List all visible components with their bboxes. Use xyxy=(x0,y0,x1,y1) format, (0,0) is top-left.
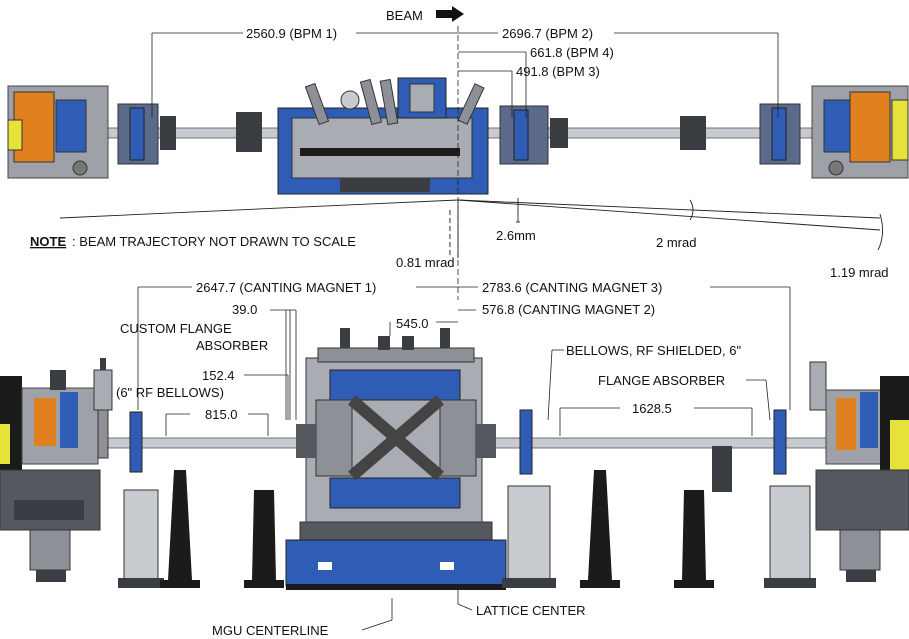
label-1-19-mrad: 1.19 mrad xyxy=(830,265,889,280)
right-end-station-top xyxy=(811,85,909,179)
beam-arrow-icon xyxy=(436,6,464,22)
dim-1628-5: 1628.5 xyxy=(632,401,672,416)
dim-815: 815.0 xyxy=(205,407,238,422)
dim-canting-magnet-2: 576.8 (CANTING MAGNET 2) xyxy=(482,302,655,317)
right-support-stand-2 xyxy=(764,485,816,588)
pump-right-top xyxy=(680,116,706,150)
left-bellows xyxy=(129,411,143,473)
label-custom-flange: CUSTOM FLANGE xyxy=(120,321,232,336)
support-leg-4 xyxy=(682,490,706,580)
note-prefix: NOTE xyxy=(30,234,66,249)
beam-label: BEAM xyxy=(386,8,423,23)
bpm3-bpm4-assembly xyxy=(499,105,568,165)
left-end-station-top xyxy=(7,85,109,179)
flange-absorber-part xyxy=(773,409,787,475)
dim-canting-magnet-3: 2783.6 (CANTING MAGNET 3) xyxy=(482,280,662,295)
dim-bpm2: 2696.7 (BPM 2) xyxy=(502,26,593,41)
left-support-stand xyxy=(118,489,164,588)
dim-bpm4: 661.8 (BPM 4) xyxy=(530,45,614,60)
left-pump-column xyxy=(93,358,113,459)
central-magnet-top xyxy=(277,77,489,195)
dim-152-4: 152.4 xyxy=(202,368,235,383)
right-bellows xyxy=(519,409,533,475)
dim-canting-magnet-1: 2647.7 (CANTING MAGNET 1) xyxy=(196,280,376,295)
dim-bpm3: 491.8 (BPM 3) xyxy=(516,64,600,79)
bpm1-assembly xyxy=(117,103,176,165)
dim-545: 545.0 xyxy=(396,316,429,331)
label-2-mrad: 2 mrad xyxy=(656,235,696,250)
right-end-station-side xyxy=(809,361,909,582)
label-flange-absorber: FLANGE ABSORBER xyxy=(598,373,725,388)
label-lattice-center: LATTICE CENTER xyxy=(476,603,586,618)
bottom-dimension-lines xyxy=(137,286,791,631)
beam-trajectory-lines xyxy=(59,198,883,258)
left-end-station-side xyxy=(0,370,101,582)
label-custom-flange-absorber: ABSORBER xyxy=(196,338,268,353)
label-mgu-centerline: MGU CENTERLINE xyxy=(212,623,329,638)
support-leg-3 xyxy=(588,470,612,580)
bpm2-assembly xyxy=(759,103,801,165)
note-text: : BEAM TRAJECTORY NOT DRAWN TO SCALE xyxy=(72,234,356,249)
pump-left-top xyxy=(236,112,262,152)
label-bellows-rf-shielded: BELLOWS, RF SHIELDED, 6" xyxy=(566,343,741,358)
label-rf-bellows: (6" RF BELLOWS) xyxy=(116,385,224,400)
dim-39: 39.0 xyxy=(232,302,257,317)
central-magnet-side xyxy=(285,328,507,590)
support-leg-2 xyxy=(252,490,276,580)
right-support-stand-1 xyxy=(502,485,556,588)
side-view xyxy=(0,328,909,590)
dim-bpm1: 2560.9 (BPM 1) xyxy=(246,26,337,41)
pump-right-side xyxy=(712,446,732,492)
top-view xyxy=(7,77,909,195)
label-offset-2-6mm: 2.6mm xyxy=(496,228,536,243)
label-0-81-mrad: 0.81 mrad xyxy=(396,255,455,270)
support-leg-1 xyxy=(168,470,192,580)
